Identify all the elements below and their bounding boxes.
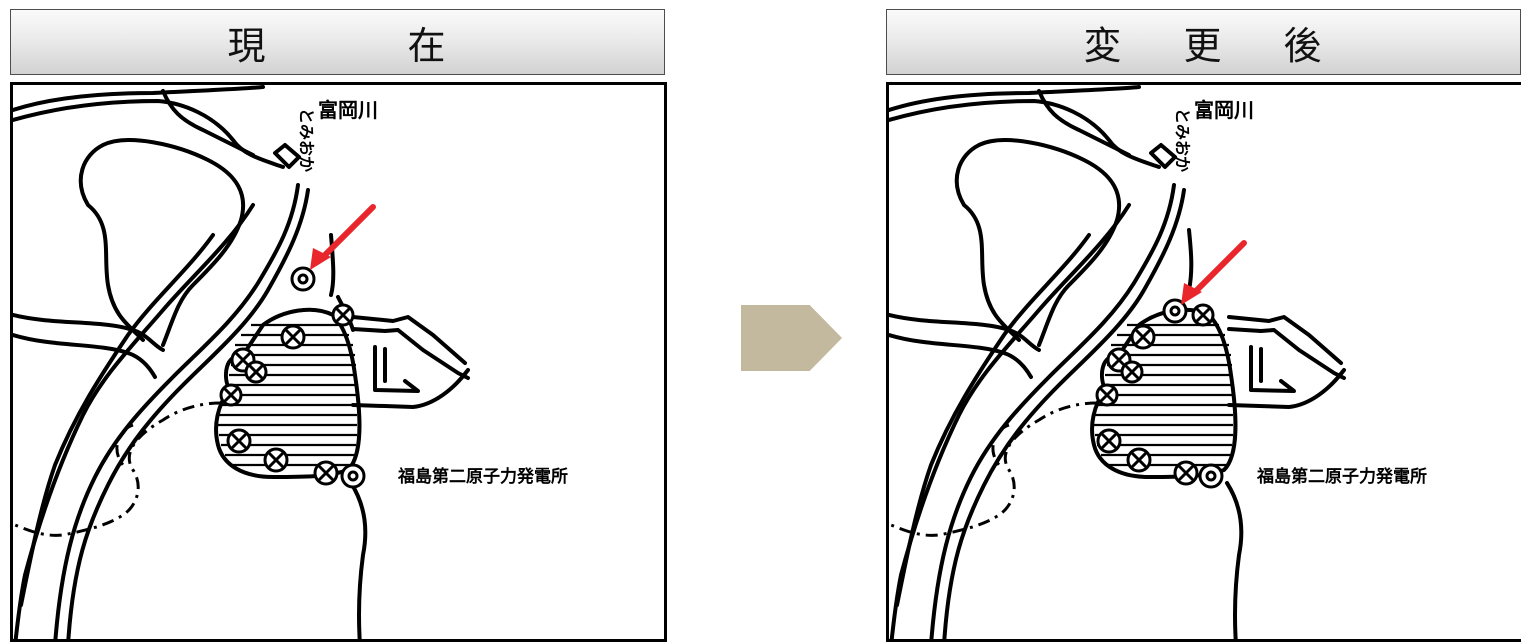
red-arrow-icon <box>1181 240 1247 305</box>
heading-char: 後 <box>1283 23 1324 68</box>
heading-char: 現 <box>227 23 268 68</box>
heading-char: 更 <box>1183 23 1224 68</box>
chevron-right-arrow-icon <box>741 305 842 371</box>
panel-heading-current: 現 在 <box>10 9 665 75</box>
crossed-markers <box>219 303 355 486</box>
red-arrow-icon <box>310 204 376 270</box>
plant-label: 福島第二原子力発電所 <box>397 466 568 487</box>
boundary-line <box>890 401 1098 537</box>
map-current: 富岡川 とみおか 福島第二原子力発電所 <box>10 82 667 642</box>
river-label: 富岡川 <box>1194 98 1254 122</box>
crossed-markers <box>1095 303 1215 486</box>
heading-char: 変 <box>1083 23 1124 68</box>
boundary-line <box>14 401 222 537</box>
map-after: 富岡川 とみおか 福島第二原子力発電所 <box>886 82 1521 642</box>
plant-hatching <box>1094 323 1233 467</box>
river-label: 富岡川 <box>318 98 378 122</box>
town-label: とみおか <box>1173 108 1192 172</box>
map-base <box>13 85 470 639</box>
svg-text:とみおか: とみおか <box>1173 108 1192 172</box>
plant-label: 福島第二原子力発電所 <box>1256 466 1427 487</box>
svg-text:とみおか: とみおか <box>297 108 316 172</box>
panel-heading-after: 変 更 後 <box>886 9 1521 75</box>
heading-char: 在 <box>407 23 448 68</box>
map-base <box>889 85 1346 639</box>
facility-markers <box>1162 298 1224 489</box>
facility-markers <box>290 266 366 489</box>
town-label: とみおか <box>297 108 316 172</box>
